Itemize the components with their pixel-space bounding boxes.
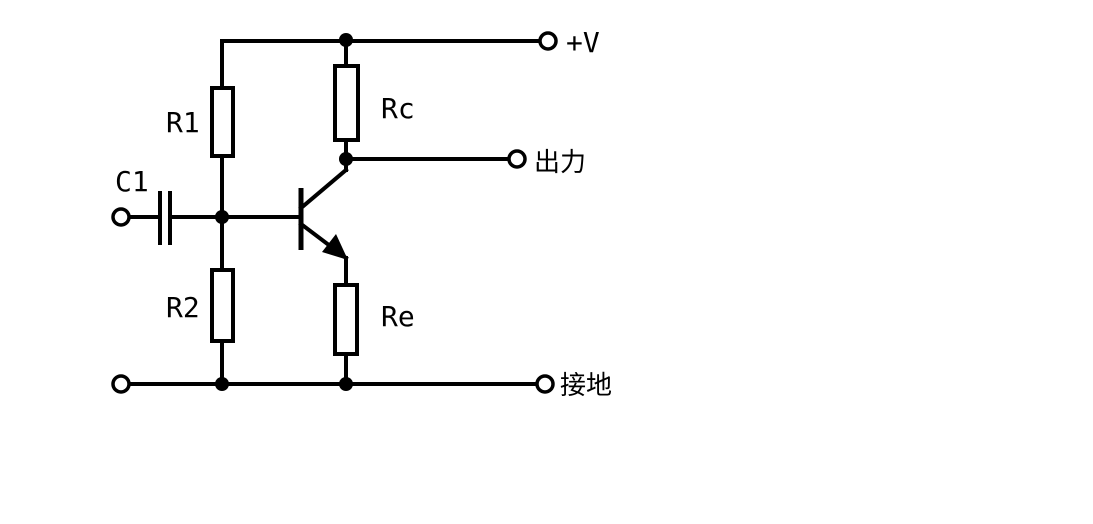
junction-dot-collector — [339, 152, 353, 166]
resistor-r2 — [210, 268, 235, 343]
resistor-re — [333, 283, 359, 356]
junction-dot-supply — [339, 33, 353, 47]
terminal-input — [111, 207, 131, 227]
terminal-output — [507, 149, 527, 169]
label-r2: R2 — [166, 291, 200, 324]
terminal-supply — [538, 31, 558, 51]
junction-dot-base — [215, 210, 229, 224]
resistor-rc — [333, 64, 360, 142]
label-output: 出力 — [534, 148, 586, 178]
label-supply: +V — [566, 26, 600, 59]
label-c1: C1 — [115, 165, 149, 198]
transistor-collector-lead — [298, 167, 349, 211]
label-rc: Rc — [381, 92, 415, 125]
junction-dot-ground-right — [339, 377, 353, 391]
junction-dot-ground-left — [215, 377, 229, 391]
resistor-r1 — [210, 86, 235, 158]
terminal-ground-left — [111, 374, 131, 394]
emitter-arrow-icon — [322, 234, 348, 260]
label-re: Re — [381, 300, 415, 333]
terminal-ground-right — [535, 374, 555, 394]
label-r1: R1 — [166, 106, 200, 139]
label-ground: 接地 — [560, 371, 612, 401]
